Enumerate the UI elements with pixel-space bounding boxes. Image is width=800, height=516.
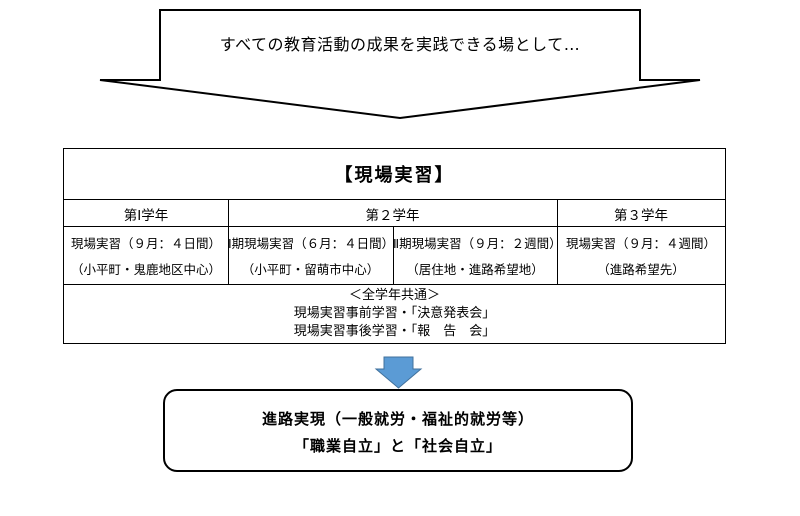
divider — [64, 284, 725, 285]
divider — [393, 226, 394, 284]
banner-text: すべての教育活動の成果を実践できる場として… — [219, 35, 581, 54]
common-item-post: 現場実習事後学習・「報 告 会」 — [293, 324, 496, 339]
divider — [64, 226, 725, 227]
big-down-arrow-shape — [99, 9, 701, 120]
grade-3-header: 第３学年 — [614, 208, 668, 224]
grade-1-training: 現場実習（９月：４日間） — [70, 236, 221, 251]
common-item-pre: 現場実習事前学習・「決意発表会」 — [293, 306, 496, 321]
blue-down-arrow-icon — [374, 356, 423, 389]
grade-3-location: （進路希望先） — [597, 262, 685, 277]
divider — [557, 199, 558, 284]
grade-2-term2-training: Ⅱ期現場実習（９月：２週間） — [393, 236, 562, 251]
grade-1-header: 第Ⅰ学年 — [123, 208, 169, 224]
grade-2-header: 第２学年 — [365, 208, 420, 224]
grade-1-location: （小平町・鬼鹿地区中心） — [70, 262, 221, 277]
result-line-1: 進路実現（一般就労・福祉的就労等） — [261, 410, 534, 428]
grade-3-training: 現場実習（９月：４週間） — [565, 236, 716, 251]
divider — [64, 199, 725, 200]
career-result-box: 進路実現（一般就労・福祉的就労等） 「職業自立」と「社会自立」 — [163, 389, 633, 472]
grade-2-term2-location: （居住地・進路希望地） — [406, 262, 544, 277]
result-line-2: 「職業自立」と「社会自立」 — [293, 437, 502, 455]
grade-2-term1-location: （小平町・留萌市中心） — [241, 262, 380, 277]
divider — [228, 199, 229, 284]
common-heading: ＜全学年共通＞ — [348, 288, 440, 303]
grade-2-term1-training: Ⅰ期現場実習（６月：４日間） — [228, 236, 395, 251]
field-training-table: 【現場実習】 第Ⅰ学年 第２学年 第３学年 現場実習（９月：４日間） （小平町・… — [63, 148, 726, 344]
table-title: 【現場実習】 — [334, 165, 455, 186]
